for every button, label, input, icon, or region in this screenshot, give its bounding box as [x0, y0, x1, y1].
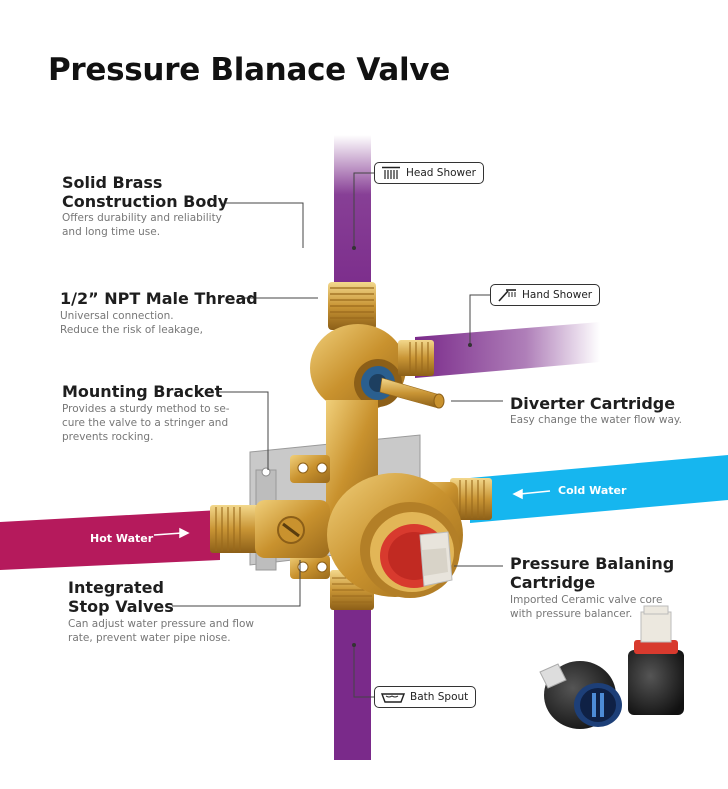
- feature-bracket-desc-line3: prevents rocking.: [62, 431, 154, 443]
- tag-head-shower: Head Shower: [374, 162, 484, 184]
- feature-pressure-title-line2: Cartridge: [510, 573, 596, 592]
- feature-bracket-desc-line2: cure the valve to a stringer and: [62, 417, 229, 429]
- bathtub-icon: [381, 693, 405, 703]
- page-title: Pressure Blanace Valve: [48, 52, 450, 88]
- feature-stop-title-line1: Integrated: [68, 578, 164, 597]
- tag-hand-shower: Hand Shower: [490, 284, 601, 306]
- feature-thread-desc: Universal connection. Reduce the risk of…: [60, 309, 203, 337]
- tag-hand-shower-label: Hand Shower: [522, 289, 593, 301]
- hot-water-arrow: [153, 527, 190, 539]
- hand-shower-pipe: [415, 322, 600, 378]
- head-shower-icon: [382, 166, 400, 179]
- cold-water-arrow: [512, 488, 551, 500]
- feature-stop-desc-line2: rate, prevent water pipe niose.: [68, 632, 231, 644]
- feature-thread-desc-line2: Reduce the risk of leakage,: [60, 324, 203, 336]
- feature-pressure-desc: Imported Ceramic valve core with pressur…: [510, 593, 662, 621]
- feature-brass-desc: Offers durability and reliability and lo…: [62, 211, 222, 239]
- tag-bath-spout-label: Bath Spout: [410, 691, 469, 703]
- cold-water-label: Cold Water: [558, 484, 627, 497]
- callout-spout: [353, 645, 374, 698]
- feature-stop-desc: Can adjust water pressure and flow rate,…: [68, 617, 254, 645]
- feature-stop-title-line2: Stop Valves: [68, 597, 174, 616]
- feature-thread-title: 1/2” NPT Male Thread: [60, 289, 258, 308]
- feature-pressure-title-line1: Pressure Balaning: [510, 554, 675, 573]
- feature-bracket-desc: Provides a sturdy method to se- cure the…: [62, 402, 230, 444]
- hot-water-label: Hot Water: [90, 532, 154, 545]
- feature-pressure-desc-line1: Imported Ceramic valve core: [510, 594, 663, 606]
- feature-diverter-desc: Easy change the water flow way.: [510, 414, 682, 426]
- hot-water-pipe: [0, 510, 220, 570]
- bottom-pipe: [334, 595, 371, 760]
- top-pipe: [334, 135, 371, 305]
- feature-brass-title-line1: Solid Brass: [62, 173, 163, 192]
- feature-stop-title: Integrated Stop Valves: [68, 578, 174, 616]
- feature-pressure-title: Pressure Balaning Cartridge: [510, 554, 674, 592]
- tag-bath-spout: Bath Spout: [374, 686, 477, 708]
- feature-thread-desc-line1: Universal connection.: [60, 310, 174, 322]
- callout-head: [353, 172, 374, 248]
- callout-hand: [469, 294, 490, 345]
- feature-brass-title: Solid Brass Construction Body: [62, 173, 228, 211]
- feature-brass-title-line2: Construction Body: [62, 192, 229, 211]
- feature-stop-desc-line1: Can adjust water pressure and flow: [68, 618, 255, 630]
- callout-bracket: [217, 391, 269, 470]
- feature-brass-desc-line1: Offers durability and reliability: [62, 212, 222, 224]
- callout-brass: [226, 202, 304, 248]
- cartridge-photo: [539, 605, 684, 729]
- feature-bracket-title: Mounting Bracket: [62, 382, 223, 401]
- tag-head-shower-label: Head Shower: [406, 167, 476, 179]
- cold-water-pipe: [470, 455, 728, 523]
- feature-diverter-title: Diverter Cartridge: [510, 394, 676, 413]
- feature-bracket-desc-line1: Provides a sturdy method to se-: [62, 403, 230, 415]
- callout-stop: [172, 560, 301, 607]
- feature-pressure-desc-line2: with pressure balancer.: [510, 608, 633, 620]
- feature-brass-desc-line2: and long time use.: [62, 226, 161, 238]
- hand-shower-icon: [498, 289, 516, 302]
